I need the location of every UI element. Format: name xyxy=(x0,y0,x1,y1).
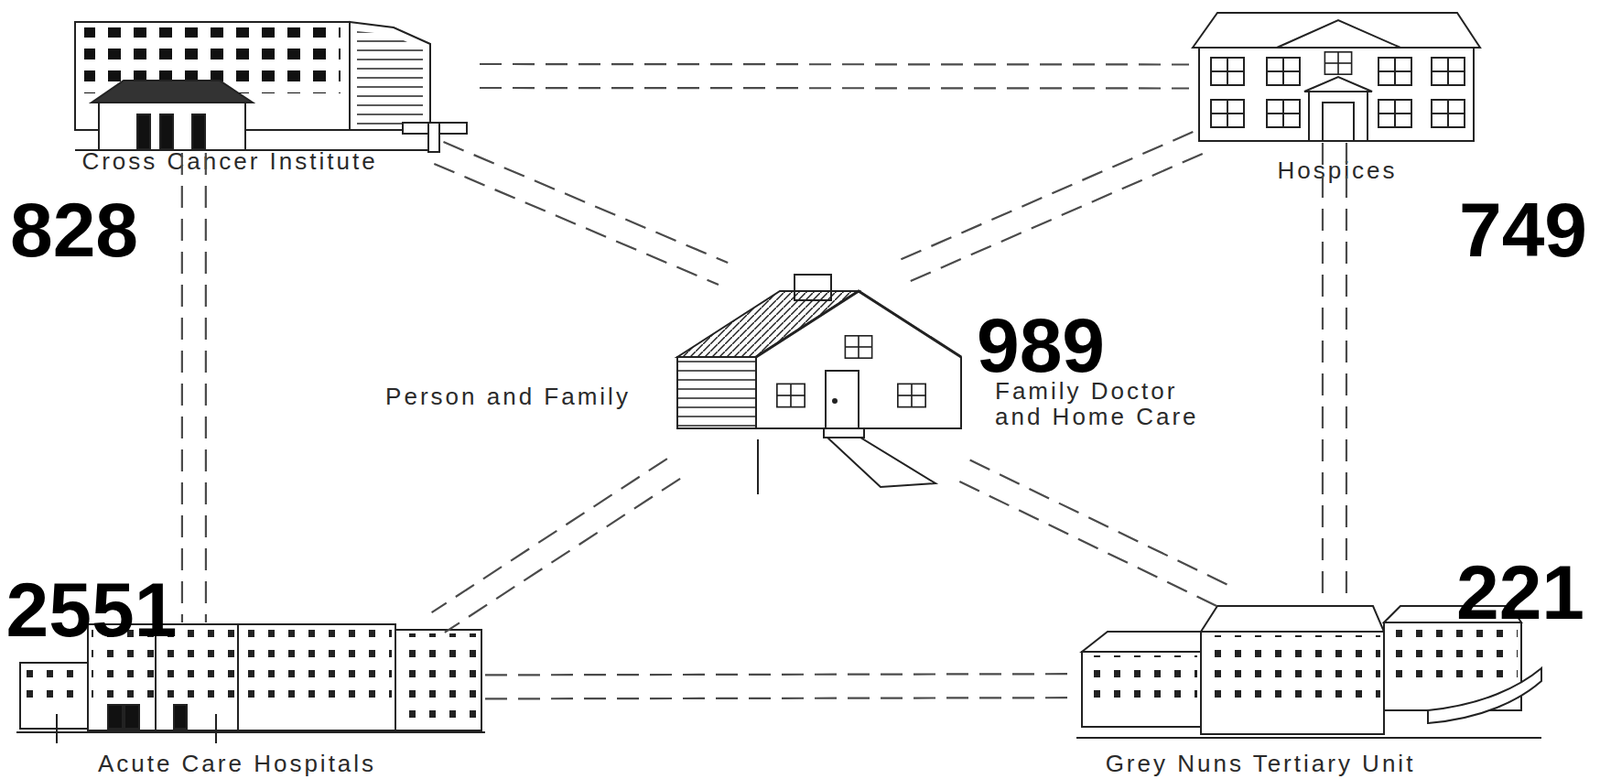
illustration-polygon xyxy=(1200,605,1384,632)
illustration-rect xyxy=(192,114,206,150)
illustration-use xyxy=(897,383,926,407)
illustration-line xyxy=(16,731,486,734)
callout-number: 749 xyxy=(1459,191,1588,269)
double-dashed-connector xyxy=(479,64,1190,89)
dashed-line xyxy=(205,152,207,623)
illustration-use xyxy=(1431,57,1465,86)
callout-number: 828 xyxy=(10,191,139,269)
double-dashed-connector xyxy=(1322,142,1347,597)
illustration-line xyxy=(237,624,239,731)
dashed-line xyxy=(902,153,1203,285)
illustration-rect xyxy=(395,629,482,731)
double-dashed-connector xyxy=(182,152,206,623)
illustration-rect xyxy=(1322,102,1354,141)
illustration-use xyxy=(1266,99,1300,128)
illustration-rect xyxy=(137,114,151,150)
illustration-polygon xyxy=(827,437,936,487)
dashed-line xyxy=(959,481,1221,608)
illustration-rect xyxy=(399,633,478,722)
illustration-use xyxy=(777,383,805,407)
node-label: Grey Nuns Tertiary Unit xyxy=(1105,750,1417,777)
illustration-rect xyxy=(823,428,865,438)
illustration-line xyxy=(756,439,759,495)
illustration-rect xyxy=(677,356,757,429)
illustration-circle xyxy=(832,399,837,403)
double-dashed-connector xyxy=(893,131,1203,285)
callout-number: 2551 xyxy=(6,571,178,649)
dashed-line xyxy=(443,141,728,263)
illustration-rect xyxy=(160,114,173,150)
illustration-path xyxy=(1427,668,1542,724)
illustration-use xyxy=(1431,99,1465,128)
cancer-institute-building xyxy=(75,21,467,152)
dashed-line xyxy=(181,152,184,623)
dashed-line xyxy=(970,460,1232,587)
double-dashed-connector xyxy=(959,460,1231,608)
illustration-rect xyxy=(1085,655,1198,711)
illustration-use xyxy=(1324,52,1352,75)
illustration-polygon xyxy=(356,31,423,127)
illustration-polygon xyxy=(756,291,962,429)
dashed-line xyxy=(479,86,1190,90)
illustration-line xyxy=(215,713,217,744)
dashed-line xyxy=(1345,142,1348,597)
family-house xyxy=(677,274,962,495)
illustration-rect xyxy=(98,98,246,151)
illustration-use xyxy=(1210,99,1244,128)
node-label: Cross Cancer Institute xyxy=(81,148,378,174)
illustration-rect xyxy=(124,704,140,729)
double-dashed-connector xyxy=(432,458,682,633)
illustration-use xyxy=(844,335,872,358)
callout-number: 989 xyxy=(976,306,1105,384)
illustration-rect xyxy=(173,704,187,729)
illustration-polygon xyxy=(1081,631,1209,652)
building-node: Person and FamilyFamily Doctor and Home … xyxy=(673,273,965,488)
dashed-line xyxy=(433,163,719,285)
building-node: Hospices xyxy=(1189,10,1481,143)
illustration-rect xyxy=(1387,626,1518,691)
illustration-line xyxy=(1076,736,1542,739)
illustration-use xyxy=(1378,57,1412,86)
node-label: Person and Family xyxy=(385,383,631,410)
illustration-use xyxy=(1210,57,1244,86)
illustration-polygon xyxy=(349,21,431,130)
illustration-rect xyxy=(428,122,440,152)
dashed-line xyxy=(432,458,668,613)
illustration-polygon xyxy=(1276,20,1401,48)
node-label: Hospices xyxy=(1277,157,1398,184)
illustration-use xyxy=(1266,57,1300,86)
illustration-rect xyxy=(108,704,123,729)
dashed-line xyxy=(893,131,1194,263)
dashed-line xyxy=(485,697,1077,699)
illustration-rect xyxy=(23,668,85,700)
illustration-rect xyxy=(1199,47,1474,141)
dashed-line xyxy=(444,478,681,633)
illustration-rect xyxy=(1204,635,1381,709)
illustration-polygon xyxy=(1192,12,1481,48)
illustration-rect xyxy=(1308,91,1368,141)
illustration-use xyxy=(1378,99,1412,128)
dashed-line xyxy=(479,63,1190,66)
double-dashed-connector xyxy=(485,673,1077,699)
illustration-line xyxy=(55,713,58,744)
hospice-building xyxy=(1192,12,1481,141)
illustration-rect xyxy=(825,370,859,429)
illustration-rect xyxy=(1081,651,1201,727)
illustration-polygon xyxy=(1304,76,1373,92)
building-node: Cross Cancer Institute xyxy=(71,15,480,153)
node-label: Acute Care Hospitals xyxy=(97,750,377,777)
node-label: Family Doctor and Home Care xyxy=(994,378,1233,430)
illustration-polygon xyxy=(91,80,253,103)
dashed-line xyxy=(1321,142,1324,597)
dashed-line xyxy=(485,673,1077,675)
double-dashed-connector xyxy=(433,141,728,285)
illustration-rect xyxy=(20,662,88,729)
callout-number: 221 xyxy=(1456,553,1585,631)
illustration-rect xyxy=(1200,631,1384,735)
